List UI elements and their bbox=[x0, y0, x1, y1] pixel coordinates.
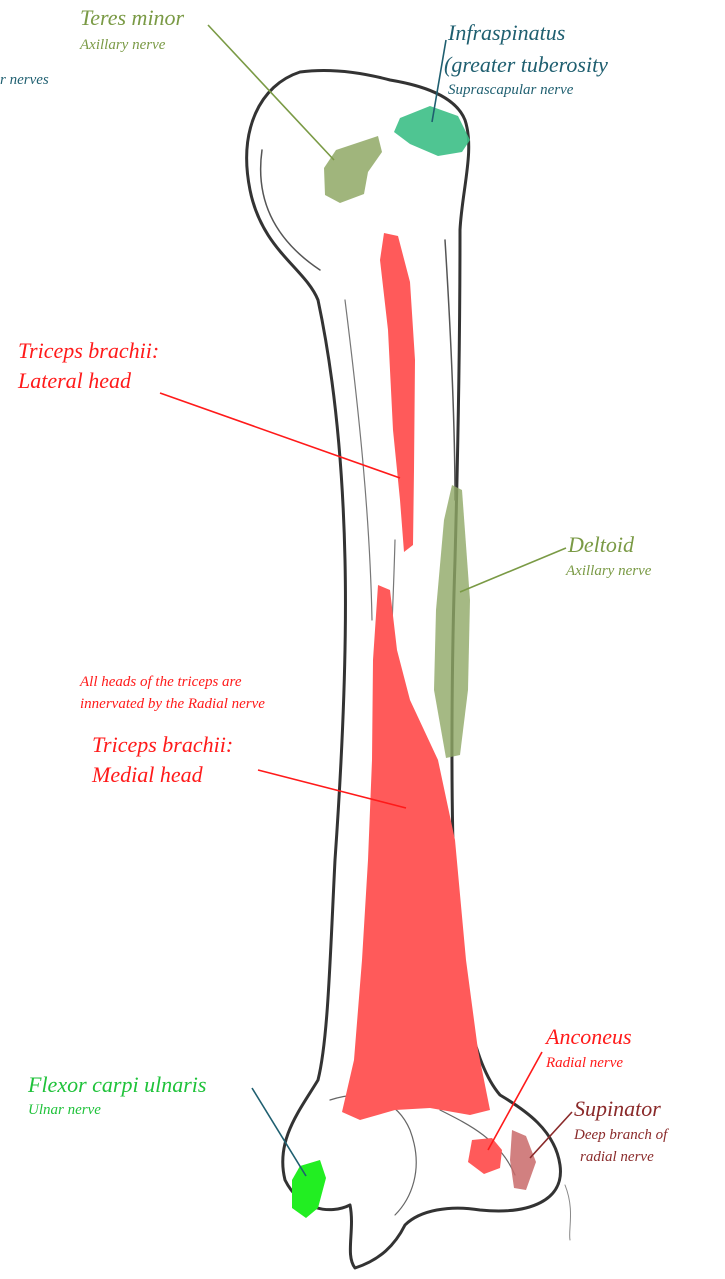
infraspinatus-nerve-label: Suprascapular nerve bbox=[448, 82, 573, 99]
bone-sketch-1 bbox=[261, 150, 320, 270]
triceps-lateral-label-line2: Lateral head bbox=[18, 368, 131, 393]
bone-sketch-6 bbox=[445, 240, 455, 500]
teres-minor-leader bbox=[208, 25, 334, 160]
deltoid-leader bbox=[460, 548, 566, 592]
infraspinatus-subtitle-label: (greater tuberosity bbox=[444, 52, 608, 77]
triceps-note-line1: All heads of the triceps are bbox=[80, 674, 242, 691]
triceps-lateral-head-area bbox=[380, 233, 415, 552]
supinator-leader bbox=[530, 1112, 572, 1158]
triceps-medial-label-line1: Triceps brachii: bbox=[92, 732, 233, 757]
teres-minor-area bbox=[324, 136, 382, 203]
supinator-nerve-line1: Deep branch of bbox=[574, 1127, 667, 1144]
deltoid-area bbox=[434, 485, 470, 758]
deltoid-label: Deltoid bbox=[568, 532, 634, 557]
triceps-medial-label-line2: Medial head bbox=[92, 762, 203, 787]
teres-minor-nerve-label: Axillary nerve bbox=[80, 37, 165, 54]
anconeus-nerve-label: Radial nerve bbox=[546, 1055, 623, 1072]
bone-sketch-7 bbox=[565, 1185, 571, 1240]
triceps-note-line2: innervated by the Radial nerve bbox=[80, 696, 265, 713]
teres-minor-label: Teres minor bbox=[80, 5, 184, 30]
supinator-area bbox=[510, 1130, 536, 1190]
triceps-lateral-leader bbox=[160, 393, 400, 478]
flexor-carpi-ulnaris-label: Flexor carpi ulnaris bbox=[28, 1072, 206, 1097]
deltoid-nerve-label: Axillary nerve bbox=[566, 563, 651, 580]
flexor-carpi-ulnaris-leader bbox=[252, 1088, 306, 1176]
infraspinatus-area bbox=[394, 106, 470, 156]
attachments bbox=[292, 106, 536, 1218]
anconeus-area bbox=[468, 1138, 502, 1174]
infraspinatus-label: Infraspinatus bbox=[448, 20, 565, 45]
anconeus-label: Anconeus bbox=[546, 1024, 632, 1049]
supinator-label: Supinator bbox=[574, 1096, 661, 1121]
supinator-nerve-line2: radial nerve bbox=[580, 1149, 654, 1166]
triceps-lateral-label-line1: Triceps brachii: bbox=[18, 338, 159, 363]
flexor-carpi-ulnaris-nerve-label: Ulnar nerve bbox=[28, 1102, 101, 1119]
left-cut-nerve-label: r nerves bbox=[0, 72, 49, 89]
